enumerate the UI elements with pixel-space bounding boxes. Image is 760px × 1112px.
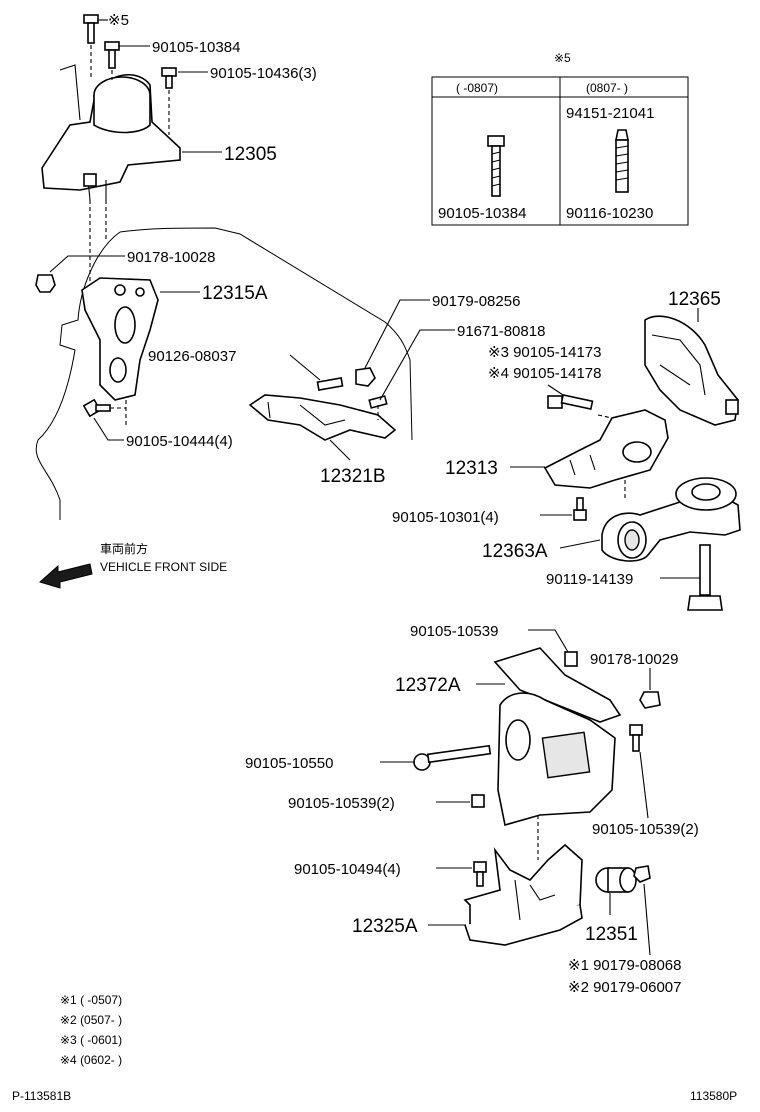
nut-90178-10028[interactable]	[35, 274, 56, 293]
label-90179-06007: ※2 90179-06007	[568, 979, 682, 996]
label-12305: 12305	[224, 144, 277, 165]
label-12363A: 12363A	[482, 541, 548, 562]
label-90105-10494: 90105-10494(4)	[294, 861, 401, 878]
label-90178-10029: 90178-10029	[590, 651, 678, 668]
bolt-90105-10301[interactable]	[573, 497, 587, 521]
label-90105-10550: 90105-10550	[245, 755, 333, 772]
cover-12365[interactable]	[644, 315, 739, 426]
label-90105-10301: 90105-10301(4)	[392, 509, 499, 526]
bolt-90119-14139[interactable]	[687, 544, 723, 611]
label-90179-08068: ※1 90179-08068	[568, 957, 682, 974]
label-90105-10444: 90105-10444(4)	[126, 433, 233, 450]
bracket-12313[interactable]	[543, 409, 669, 489]
variant-table: ※5 ( -0807) (0807- ) 94151-21041 90105-1…	[431, 51, 689, 226]
table-col1-bottom: 90105-10384	[438, 205, 526, 222]
bolt-note5-top[interactable]	[83, 14, 99, 44]
front-arrow-icon	[38, 563, 93, 589]
bolt-91671-80818[interactable]	[368, 395, 388, 409]
label-90126-08037: 90126-08037	[148, 348, 236, 365]
bolt-90105-10539-2-left[interactable]	[471, 794, 485, 808]
bolt-90105-10550[interactable]	[413, 744, 492, 771]
nut-90179-08256[interactable]	[355, 367, 376, 387]
bolt-90105-10539-top[interactable]	[564, 651, 578, 667]
label-12351: 12351	[585, 924, 638, 945]
label-90105-14173: ※3 90105-14173	[488, 344, 602, 361]
bracket-12325A[interactable]	[463, 843, 583, 946]
bolt-90105-10494[interactable]	[473, 861, 487, 887]
stud-90126-08037[interactable]	[316, 377, 344, 391]
bolt-90105-10444[interactable]	[82, 398, 111, 418]
stud-icon	[615, 129, 629, 193]
bolt-90105-10384-top[interactable]	[104, 41, 120, 69]
bracket-12372A[interactable]	[493, 647, 622, 827]
table-mark: ※5	[554, 51, 571, 65]
front-label-jp: 車両前方	[100, 541, 148, 556]
legend-item: ※3 ( -0601)	[60, 1033, 122, 1047]
label-12321B: 12321B	[320, 466, 386, 487]
mount-12305[interactable]	[41, 64, 181, 201]
label-90105-10384: 90105-10384	[152, 39, 240, 56]
label-90179-08256: 90179-08256	[432, 293, 520, 310]
label-note5-top: ※5	[108, 12, 129, 29]
bracket-12315A[interactable]	[81, 277, 159, 401]
table-col2-header: (0807- )	[586, 81, 628, 95]
legend-item: ※4 (0602- )	[60, 1053, 122, 1067]
label-90119-14139: 90119-14139	[546, 571, 633, 588]
label-90105-10539-top: 90105-10539	[410, 623, 498, 640]
engine-block-outline	[35, 227, 413, 520]
legend-item: ※1 ( -0507)	[60, 993, 122, 1007]
table-col1-header: ( -0807)	[456, 81, 498, 95]
bolt-90105-10539-2-right[interactable]	[629, 724, 643, 752]
bolt-flange-icon	[487, 135, 505, 197]
label-91671-80818: 91671-80818	[457, 323, 545, 340]
label-12313: 12313	[445, 458, 498, 479]
label-90105-10539-2-left: 90105-10539(2)	[288, 795, 395, 812]
label-90105-10436: 90105-10436(3)	[210, 65, 317, 82]
label-12372A: 12372A	[395, 675, 461, 696]
label-12315A: 12315A	[202, 283, 268, 304]
label-90105-10539-2-right: 90105-10539(2)	[592, 821, 699, 838]
nut-90179-08068[interactable]	[633, 865, 651, 883]
figure-id-left: P-113581B	[12, 1089, 71, 1103]
label-90178-10028: 90178-10028	[127, 249, 215, 266]
table-col2-top: 94151-21041	[566, 105, 654, 122]
legend-item: ※2 (0507- )	[60, 1013, 122, 1027]
bolt-90105-10436[interactable]	[161, 67, 177, 89]
nut-90178-10029[interactable]	[639, 691, 661, 709]
label-90105-14178: ※4 90105-14178	[488, 365, 602, 382]
bracket-12321B[interactable]	[248, 394, 397, 441]
figure-id-right: 113580P	[690, 1089, 737, 1103]
label-12365: 12365	[668, 289, 721, 310]
bushing-12351[interactable]	[595, 867, 637, 893]
front-label-en: VEHICLE FRONT SIDE	[100, 560, 227, 574]
bolt-90105-14173[interactable]	[547, 394, 594, 410]
legend: ※1 ( -0507) ※2 (0507- ) ※3 ( -0601) ※4 (…	[60, 993, 122, 1067]
mount-12363A[interactable]	[601, 477, 741, 562]
table-col2-bottom: 90116-10230	[566, 205, 653, 222]
label-12325A: 12325A	[352, 916, 418, 937]
